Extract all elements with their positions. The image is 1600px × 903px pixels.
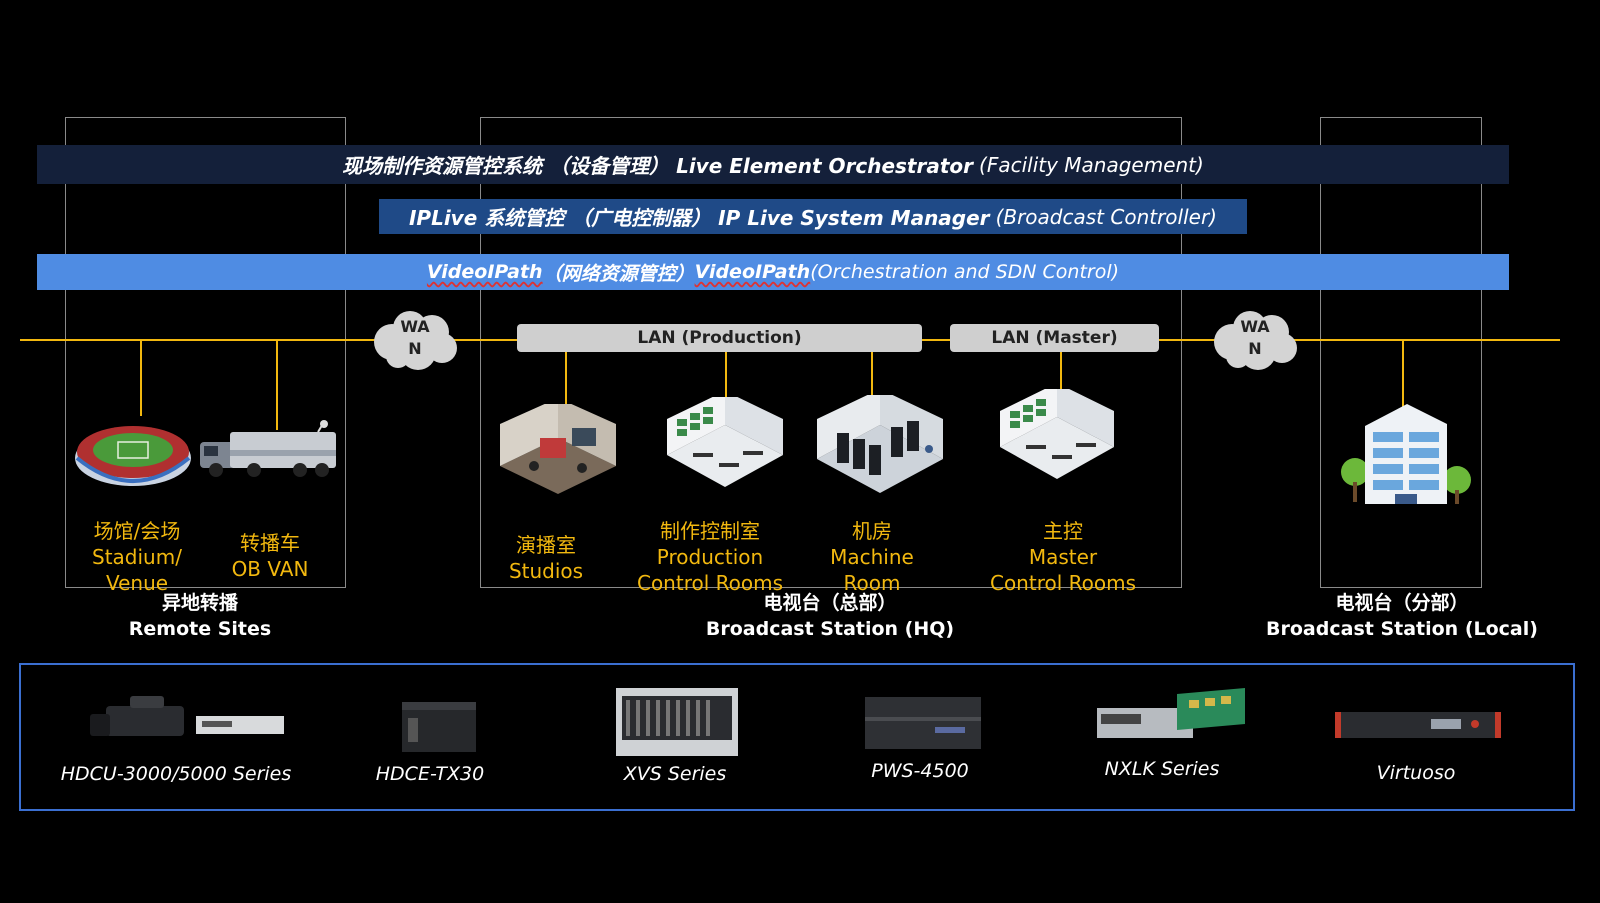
cloud-icon: [374, 311, 457, 370]
label-stadium-en2: Venue: [105, 571, 169, 595]
hdce-tx30-icon: [402, 702, 476, 752]
lan-production-bar: LAN (Production): [517, 324, 922, 352]
zone-label-hq-cn: 电视台（总部）: [763, 592, 897, 614]
drop-obvan: [276, 340, 278, 430]
product-label-xvs: XVS Series: [623, 763, 727, 785]
label-obvan-en: OB VAN: [231, 557, 309, 581]
label-studios: 演播室 Studios: [486, 532, 606, 584]
master-control-icon: [996, 389, 1118, 489]
zone-label-remote: 异地转播 Remote Sites: [100, 590, 300, 642]
orchestration-sub: (Orchestration and SDN Control): [810, 261, 1120, 283]
label-master-cn: 主控: [1043, 519, 1083, 543]
videoipath-label-2: VideoIPath: [694, 261, 811, 283]
zone-label-local: 电视台（分部） Broadcast Station (Local): [1262, 590, 1542, 642]
label-master-en2: Control Rooms: [989, 571, 1137, 595]
label-machine: 机房 Machine Room: [810, 518, 934, 596]
videoipath-label-1: VideoIPath: [426, 261, 543, 283]
product-label-nxlk: NXLK Series: [1104, 758, 1220, 780]
wan-left-line2: N: [408, 339, 422, 358]
zone-remote-sites: [65, 117, 346, 588]
wan-right-line1: WA: [1240, 317, 1270, 336]
pws-4500-icon: [865, 697, 981, 749]
virtuoso-icon: [1335, 712, 1501, 738]
zone-label-remote-cn: 异地转播: [161, 592, 238, 614]
drop-local: [1402, 340, 1404, 410]
cloud-icon: [1214, 311, 1297, 370]
drop-machine: [871, 352, 873, 399]
facility-bar-sub: (Facility Management): [979, 152, 1204, 177]
product-label-pws: PWS-4500: [871, 760, 969, 782]
office-building-icon: [1337, 396, 1475, 508]
label-machine-cn: 机房: [852, 519, 892, 543]
zone-local: [1320, 117, 1482, 588]
wan-left-cloud: WA N: [370, 306, 460, 372]
label-machine-en2: Room: [843, 571, 901, 595]
broadcast-controller-bar: IPLive 系统管控 （广电控制器） IP Live System Manag…: [379, 199, 1247, 234]
wan-right-line2: N: [1248, 339, 1262, 358]
zone-label-local-en: Broadcast Station (Local): [1266, 618, 1538, 640]
studio-icon: [496, 404, 620, 504]
facility-bar-main: 现场制作资源管控系统 （设备管理） Live Element Orchestra…: [342, 154, 974, 178]
label-master-en1: Master: [1028, 545, 1098, 569]
drop-studios: [565, 352, 567, 410]
controller-bar-sub: (Broadcast Controller): [995, 204, 1217, 229]
label-production: 制作控制室 Production Control Rooms: [630, 518, 790, 596]
label-stadium-cn: 场馆/会场: [93, 519, 181, 543]
label-studios-en: Studios: [508, 559, 584, 583]
stadium-icon: [72, 412, 194, 492]
xvs-switcher-icon: [616, 688, 738, 756]
production-room-icon: [663, 397, 787, 497]
label-stadium-en1: Stadium/: [92, 545, 182, 569]
product-label-hdce: HDCE-TX30: [375, 763, 485, 785]
zone-label-local-cn: 电视台（分部）: [1335, 592, 1469, 614]
lan-master-bar: LAN (Master): [950, 324, 1159, 352]
nxlk-icon: [1097, 684, 1247, 744]
orchestration-bar: VideoIPath （网络资源管控） VideoIPath (Orchestr…: [37, 254, 1509, 290]
label-master: 主控 Master Control Rooms: [983, 518, 1143, 596]
label-studios-cn: 演播室: [516, 533, 576, 557]
zone-label-hq: 电视台（总部） Broadcast Station (HQ): [690, 590, 970, 642]
orchestration-middle: （网络资源管控）: [542, 262, 695, 285]
camera-icon: [90, 690, 286, 748]
product-strip: [19, 663, 1575, 811]
wan-right-cloud: WA N: [1210, 306, 1300, 372]
facility-management-bar: 现场制作资源管控系统 （设备管理） Live Element Orchestra…: [37, 145, 1509, 184]
machine-room-icon: [813, 395, 947, 505]
drop-master: [1060, 352, 1062, 399]
product-label-hdcu: HDCU-3000/5000 Series: [60, 763, 292, 785]
product-label-virtuoso: Virtuoso: [1376, 762, 1456, 784]
wan-left-line1: WA: [400, 317, 430, 336]
controller-bar-main: IPLive 系统管控 （广电控制器） IP Live System Manag…: [408, 206, 990, 230]
label-obvan-cn: 转播车: [240, 531, 300, 555]
zone-label-hq-en: Broadcast Station (HQ): [705, 618, 955, 640]
ob-van-icon: [200, 420, 340, 482]
label-stadium: 场馆/会场 Stadium/ Venue: [62, 518, 212, 596]
drop-production: [725, 352, 727, 407]
label-production-cn: 制作控制室: [660, 519, 760, 543]
zone-label-remote-en: Remote Sites: [128, 618, 272, 640]
label-production-en1: Production: [656, 545, 764, 569]
label-obvan: 转播车 OB VAN: [210, 530, 330, 582]
label-machine-en1: Machine: [830, 545, 914, 569]
zone-hq: [480, 117, 1182, 588]
drop-stadium: [140, 340, 142, 416]
label-production-en2: Control Rooms: [636, 571, 784, 595]
